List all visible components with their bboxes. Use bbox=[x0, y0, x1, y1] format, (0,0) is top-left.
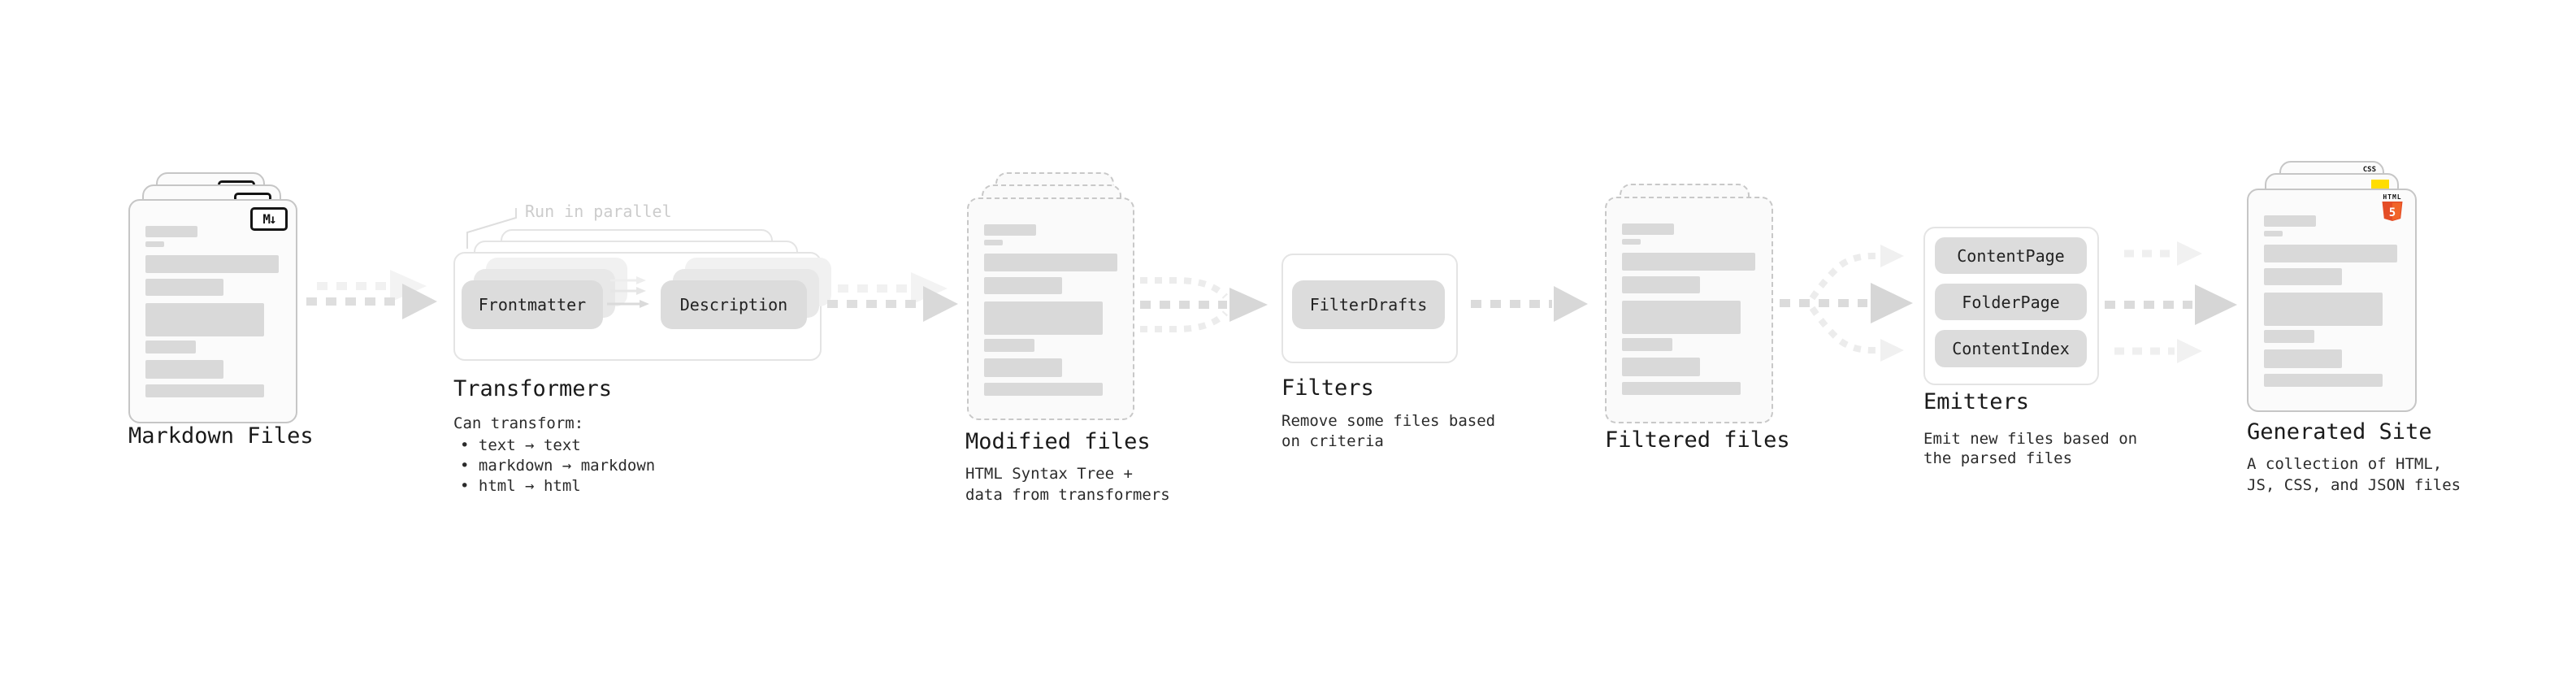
placeholder-bar bbox=[984, 224, 1036, 236]
emitters-subtitle: Emit new files based on the parsed files bbox=[1923, 430, 2138, 467]
stage-title-filtered-files: Filtered files bbox=[1605, 427, 1790, 453]
placeholder-bar bbox=[145, 384, 264, 397]
js-icon bbox=[2371, 180, 2389, 189]
stage-title-filters: Filters bbox=[1281, 375, 1374, 401]
generated-file-card-front: HTML 5 bbox=[2247, 189, 2417, 412]
modified-file-card-front bbox=[967, 197, 1134, 420]
filter-box-filterdrafts: FilterDrafts bbox=[1292, 280, 1445, 329]
emitter-box-contentpage: ContentPage bbox=[1935, 237, 2087, 274]
placeholder-bar bbox=[984, 339, 1034, 352]
placeholder-bar bbox=[2264, 215, 2316, 227]
placeholder-bar bbox=[2264, 374, 2383, 387]
stage-title-generated-site: Generated Site bbox=[2247, 419, 2432, 445]
placeholder-bar bbox=[2264, 330, 2314, 343]
placeholder-bar bbox=[145, 226, 197, 237]
run-in-parallel-annotation: Run in parallel bbox=[525, 202, 672, 221]
placeholder-bar bbox=[2264, 231, 2283, 236]
placeholder-bar bbox=[1622, 239, 1641, 245]
flow-arrows-emitters-to-generated bbox=[2105, 241, 2237, 363]
placeholder-bar bbox=[984, 358, 1062, 377]
placeholder-bar bbox=[1622, 382, 1741, 395]
placeholder-bar bbox=[1622, 358, 1700, 376]
emitter-box-contentindex: ContentIndex bbox=[1935, 330, 2087, 367]
annotation-callout-line bbox=[466, 208, 517, 249]
placeholder-bar bbox=[1622, 223, 1674, 235]
flow-arrow-transformers-to-modified bbox=[827, 272, 958, 322]
list-item: • text → text bbox=[460, 436, 581, 454]
placeholder-bar bbox=[984, 254, 1117, 271]
markdown-file-card-front: M↓ bbox=[128, 199, 297, 423]
markdown-icon: M↓ bbox=[250, 207, 288, 231]
transformer-box-frontmatter: Frontmatter bbox=[462, 280, 603, 329]
placeholder-bar bbox=[145, 340, 196, 354]
emitter-box-folderpage: FolderPage bbox=[1935, 284, 2087, 320]
placeholder-bar bbox=[145, 255, 279, 273]
transformer-box-description: Description bbox=[661, 280, 807, 329]
html5-icon: HTML 5 bbox=[2382, 193, 2403, 221]
placeholder-bar bbox=[1622, 276, 1700, 293]
transformers-capabilities-list: • text → text • markdown → markdown • ht… bbox=[460, 436, 655, 497]
list-item: • html → html bbox=[460, 477, 581, 495]
flow-arrow-diverge-filtered-to-emitters bbox=[1780, 245, 1913, 362]
placeholder-bar bbox=[2264, 349, 2342, 368]
modified-files-subtitle: HTML Syntax Tree + data from transformer… bbox=[965, 465, 1170, 504]
stage-title-emitters: Emitters bbox=[1923, 389, 2030, 414]
svg-text:5: 5 bbox=[2389, 206, 2396, 219]
placeholder-bar bbox=[1622, 338, 1672, 351]
filtered-file-card-front bbox=[1605, 197, 1773, 423]
filters-subtitle: Remove some files based on criteria bbox=[1281, 412, 1496, 450]
placeholder-bar bbox=[984, 383, 1103, 396]
placeholder-bar bbox=[1622, 253, 1755, 271]
stage-title-modified-files: Modified files bbox=[965, 429, 1151, 454]
placeholder-bar bbox=[145, 303, 264, 336]
placeholder-bar bbox=[145, 360, 223, 379]
placeholder-bar bbox=[145, 241, 164, 247]
placeholder-bar bbox=[2264, 245, 2397, 262]
flow-arrow-merge-modified-to-filters bbox=[1140, 277, 1268, 332]
placeholder-bar bbox=[1622, 301, 1741, 334]
generated-site-subtitle: A collection of HTML, JS, CSS, and JSON … bbox=[2247, 455, 2461, 494]
stage-title-transformers: Transformers bbox=[453, 376, 613, 401]
placeholder-bar bbox=[2264, 293, 2383, 326]
transformers-subtitle: Can transform: bbox=[453, 414, 584, 432]
placeholder-bar bbox=[145, 279, 223, 296]
stage-title-markdown-files: Markdown Files bbox=[128, 423, 314, 449]
placeholder-bar bbox=[984, 301, 1103, 335]
flow-arrow-filters-to-filtered bbox=[1471, 286, 1588, 322]
placeholder-bar bbox=[2264, 268, 2342, 285]
flow-arrow-markdown-to-transformers bbox=[306, 270, 437, 319]
parallel-arrows-icon bbox=[607, 276, 649, 308]
list-item: • markdown → markdown bbox=[460, 457, 656, 475]
placeholder-bar bbox=[984, 277, 1062, 294]
placeholder-bar bbox=[984, 240, 1003, 245]
